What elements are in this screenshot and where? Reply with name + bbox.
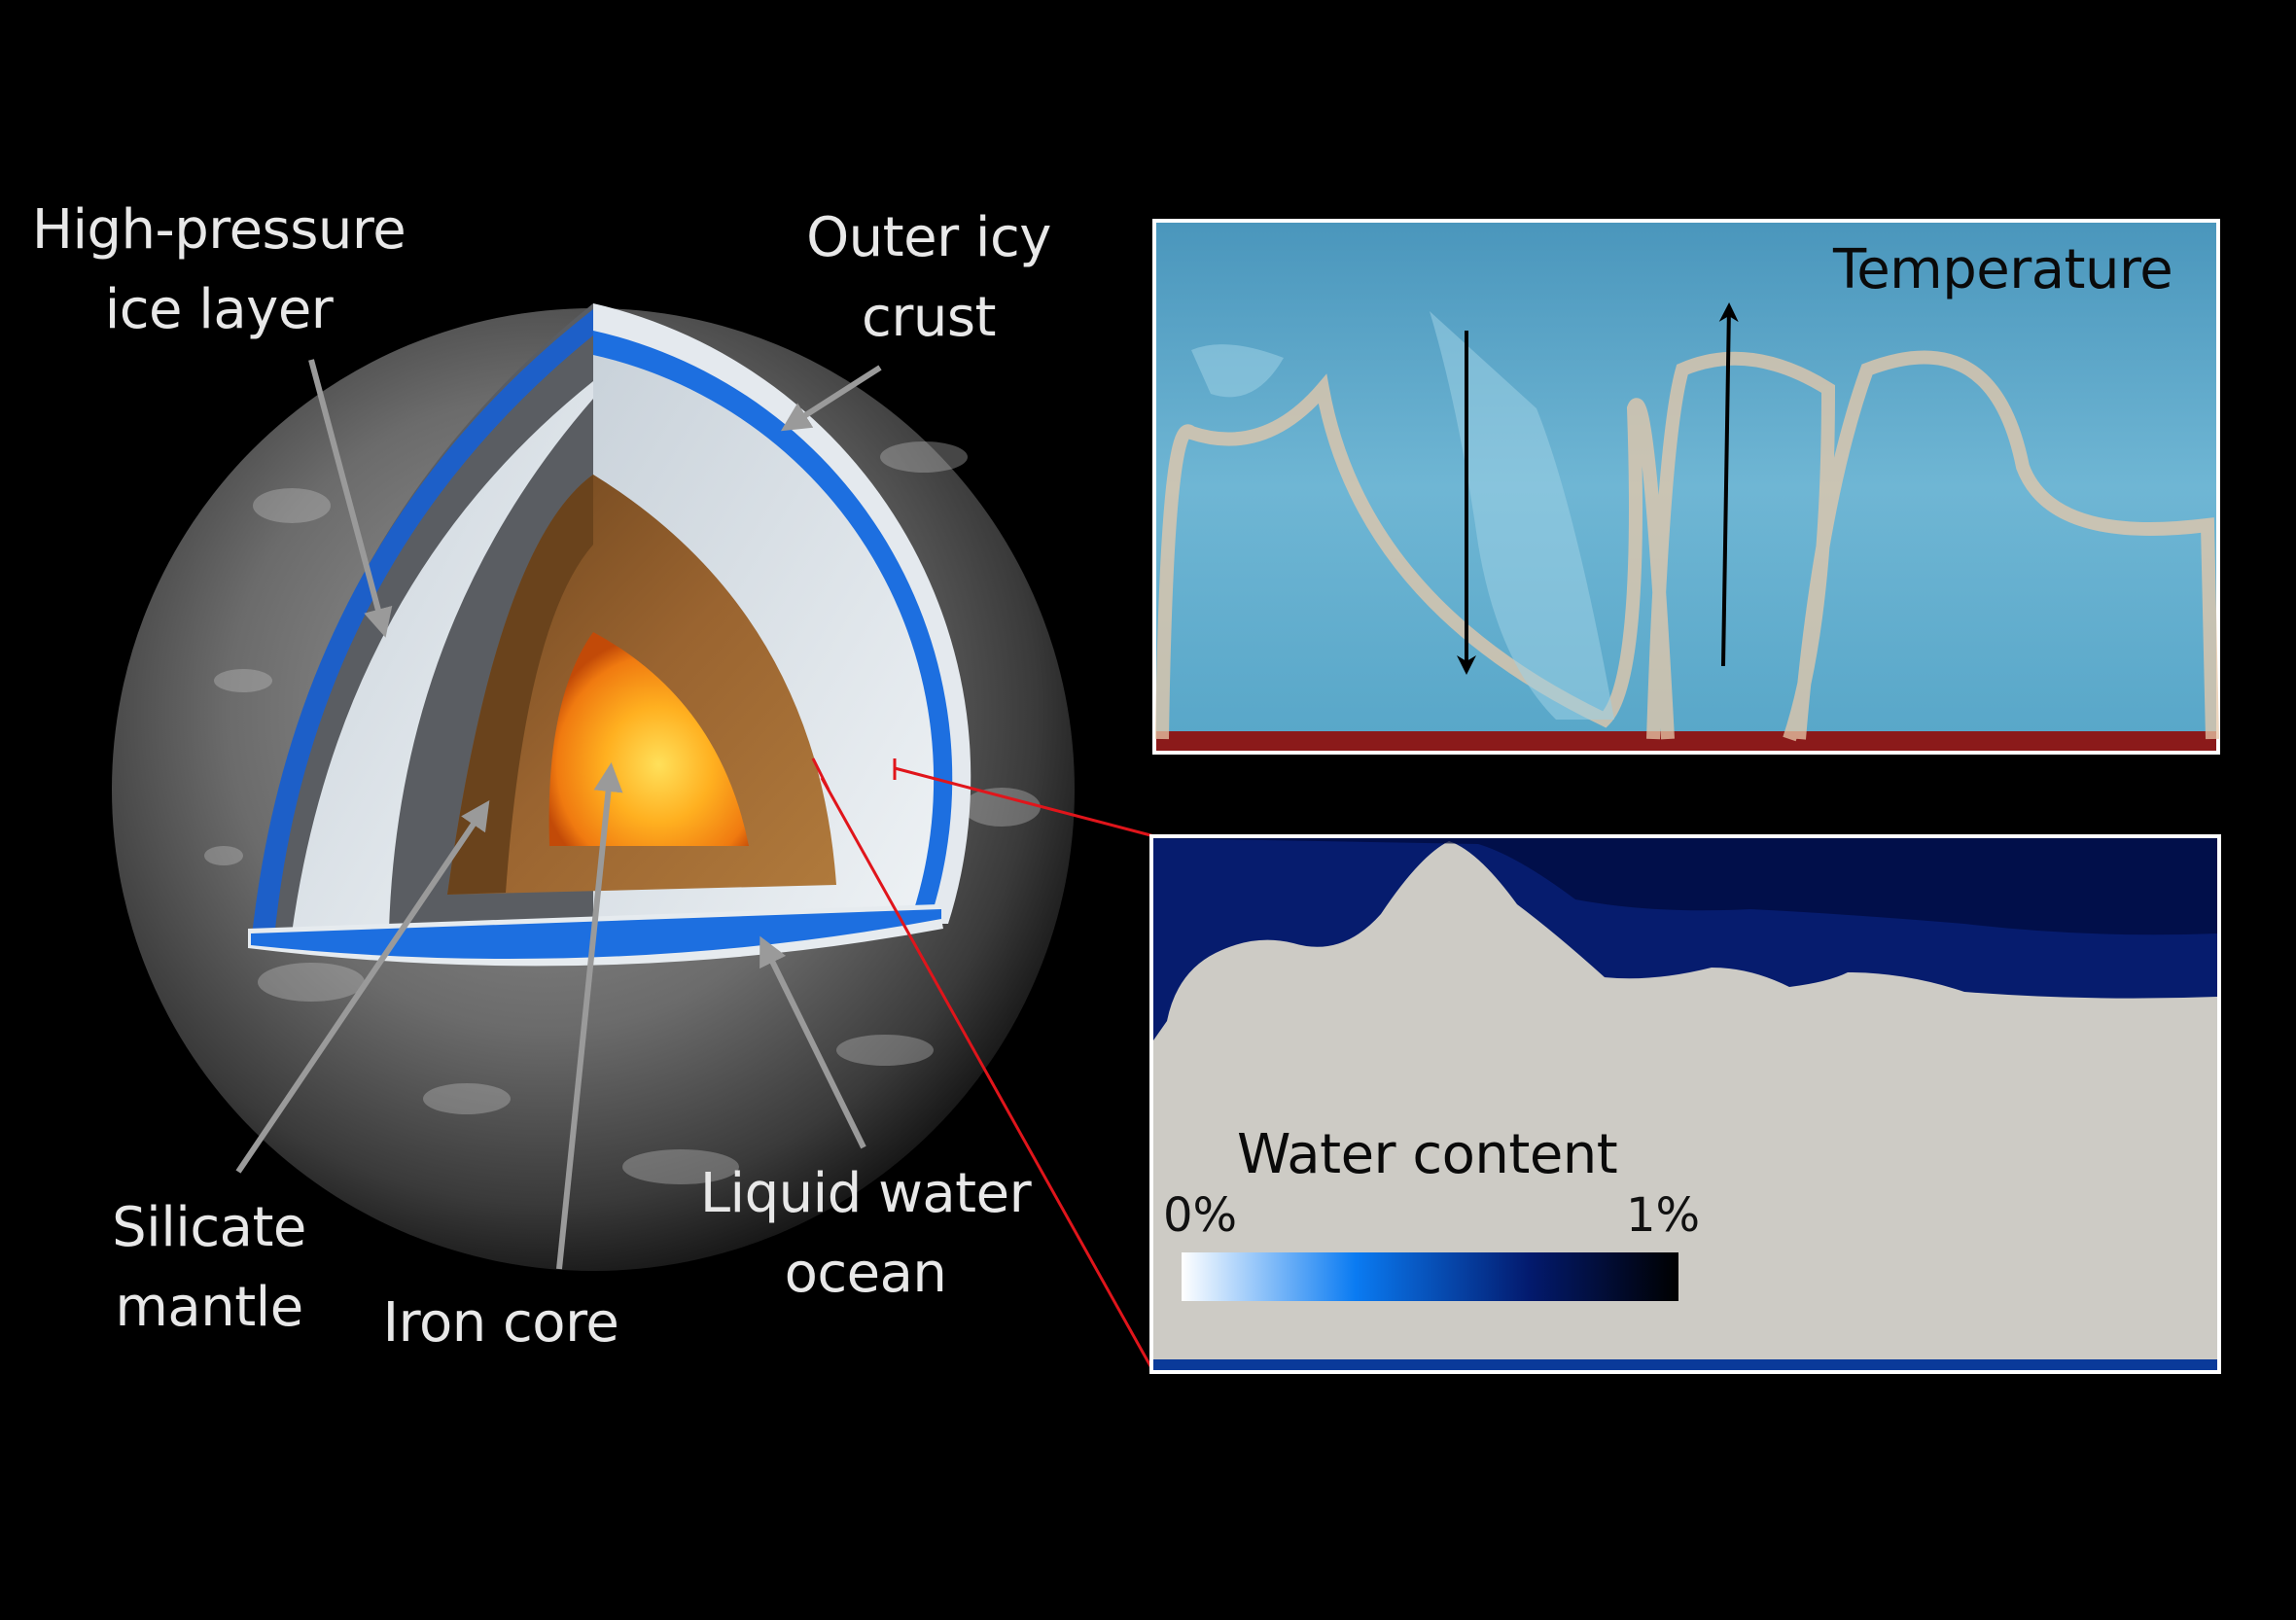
plume-cores	[1191, 311, 1614, 720]
hot-bottom-layer	[1156, 731, 2216, 751]
water-scale-min: 0%	[1163, 1188, 1238, 1243]
label-high-pressure-ice: High-pressure ice layer	[31, 198, 406, 341]
zoom-connector	[811, 757, 1156, 1374]
water-colorbar	[1182, 1252, 1678, 1301]
left-ice-band	[292, 381, 593, 933]
arrow-outer-crust	[780, 365, 882, 432]
water-content-title: Water content	[1237, 1123, 1618, 1186]
temperature-title: Temperature	[1833, 238, 2173, 301]
label-iron-core: Iron core	[382, 1291, 619, 1355]
water-content-panel	[1149, 834, 2221, 1374]
arrow-liquid-ocean	[759, 935, 866, 1149]
connector-bottom	[820, 777, 1156, 1374]
water-bottom-layer	[1153, 1359, 2217, 1370]
temperature-field	[1156, 223, 2216, 751]
mantle-left-face	[447, 475, 593, 895]
label-outer-icy-crust: Outer icy crust	[806, 206, 1051, 349]
arrow-high-pressure-ice	[308, 359, 393, 638]
plume-boundaries	[1155, 350, 2219, 742]
water-scale-max: 1%	[1626, 1188, 1701, 1243]
planet-cutaway	[112, 303, 1075, 1271]
arrow-iron-core	[556, 762, 623, 1270]
label-silicate-mantle: Silicate mantle	[112, 1196, 306, 1339]
label-arrows	[235, 359, 882, 1270]
temperature-panel	[1152, 219, 2220, 755]
surface-texture	[204, 441, 1041, 1184]
connector-top	[894, 766, 1155, 838]
label-liquid-water-ocean: Liquid water ocean	[699, 1162, 1032, 1305]
arrow-silicate-mantle	[235, 800, 490, 1174]
upwelling-arrow	[1718, 302, 1739, 667]
